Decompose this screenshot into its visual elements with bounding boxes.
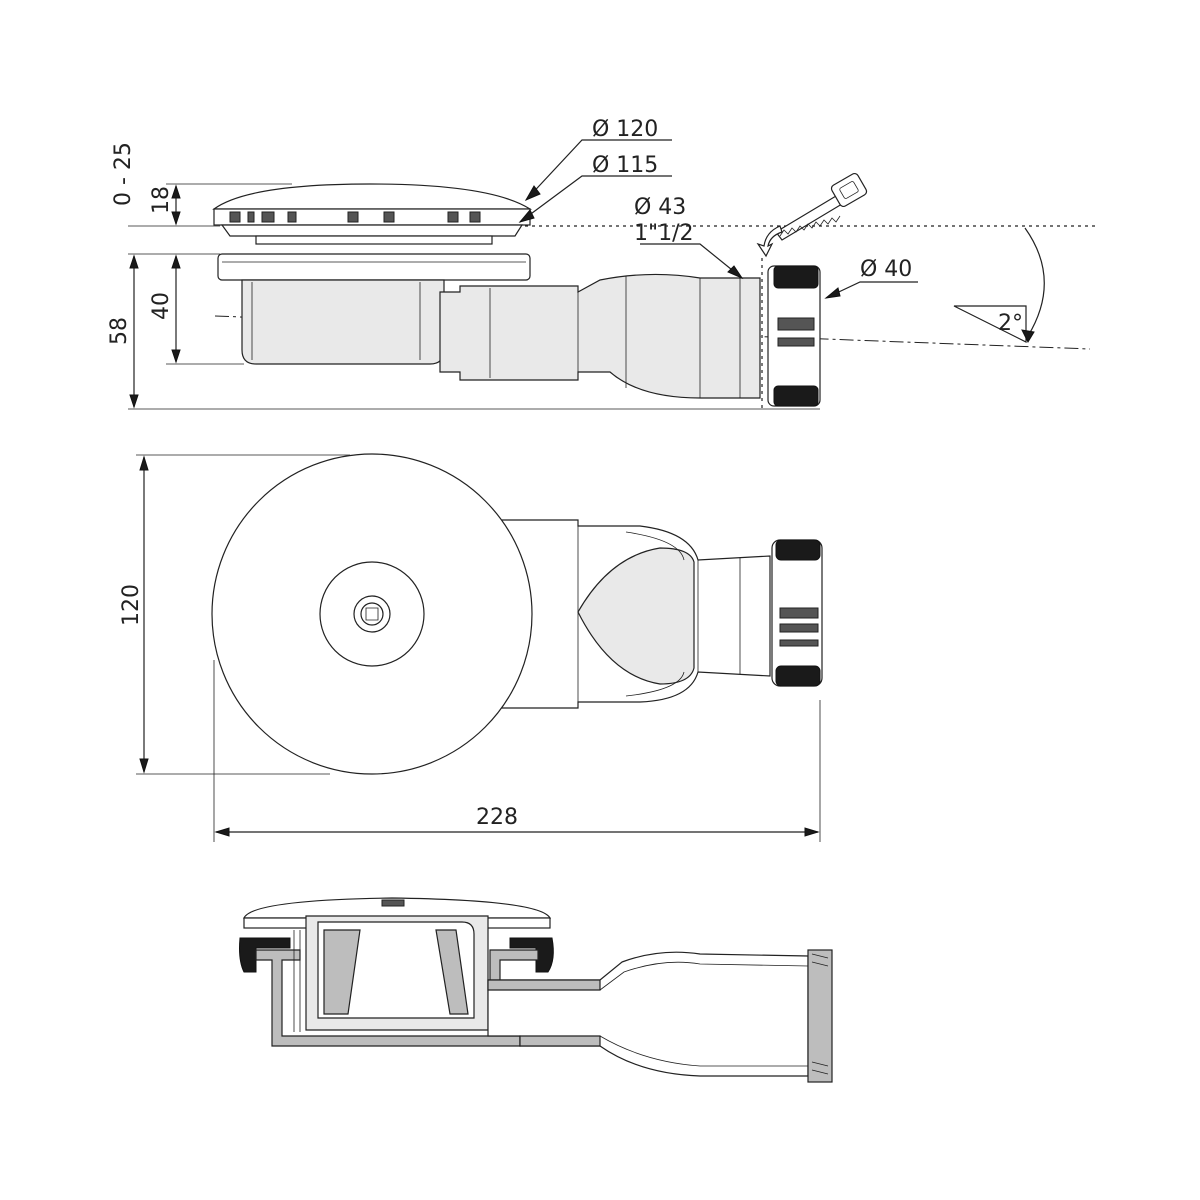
label-d43: Ø 43 (634, 195, 686, 220)
label-d115: Ø 115 (592, 153, 658, 178)
hacksaw-icon (775, 172, 868, 241)
drain-flange (217, 253, 531, 281)
cut-arrow-icon (756, 225, 783, 258)
top-outlet-y-branch (577, 547, 695, 685)
section-view (239, 897, 833, 1083)
cover-dome (212, 183, 533, 210)
outlet-pipe (439, 273, 761, 399)
cover-skirt (255, 235, 493, 245)
cover-collar (220, 224, 524, 237)
slope-arc (1024, 227, 1045, 337)
section-threaded-end (807, 949, 833, 1083)
grille-slots (229, 211, 481, 223)
top-view: 120 228 (119, 453, 823, 842)
label-d120: Ø 120 (592, 117, 658, 142)
slope-label: 2° (998, 311, 1023, 336)
top-cover-center-ring (319, 561, 425, 667)
label-h40: 40 (149, 292, 174, 320)
cover-grille (213, 208, 531, 226)
drain-body (241, 279, 445, 365)
label-adjust: 0 - 25 (111, 142, 136, 206)
leader-d120 (525, 139, 672, 201)
leader-d115 (519, 175, 672, 223)
top-cover-disc (211, 453, 533, 775)
section-cover (243, 897, 552, 919)
top-cover-knob (353, 595, 391, 633)
label-h58: 58 (107, 317, 132, 345)
slope-triangle-icon (953, 305, 1027, 343)
label-d40: Ø 40 (860, 257, 912, 282)
section-gasket-left (239, 937, 291, 973)
side-view: 2° Ø 120 Ø 115 Ø 43 1"1/2 Ø 40 0 - 25 18 (107, 117, 1098, 412)
label-thread: 1"1/2 (634, 221, 694, 246)
label-h18: 18 (149, 186, 174, 214)
label-width120: 120 (119, 584, 144, 626)
leader-d43 (640, 243, 743, 279)
label-length228: 228 (476, 805, 518, 830)
